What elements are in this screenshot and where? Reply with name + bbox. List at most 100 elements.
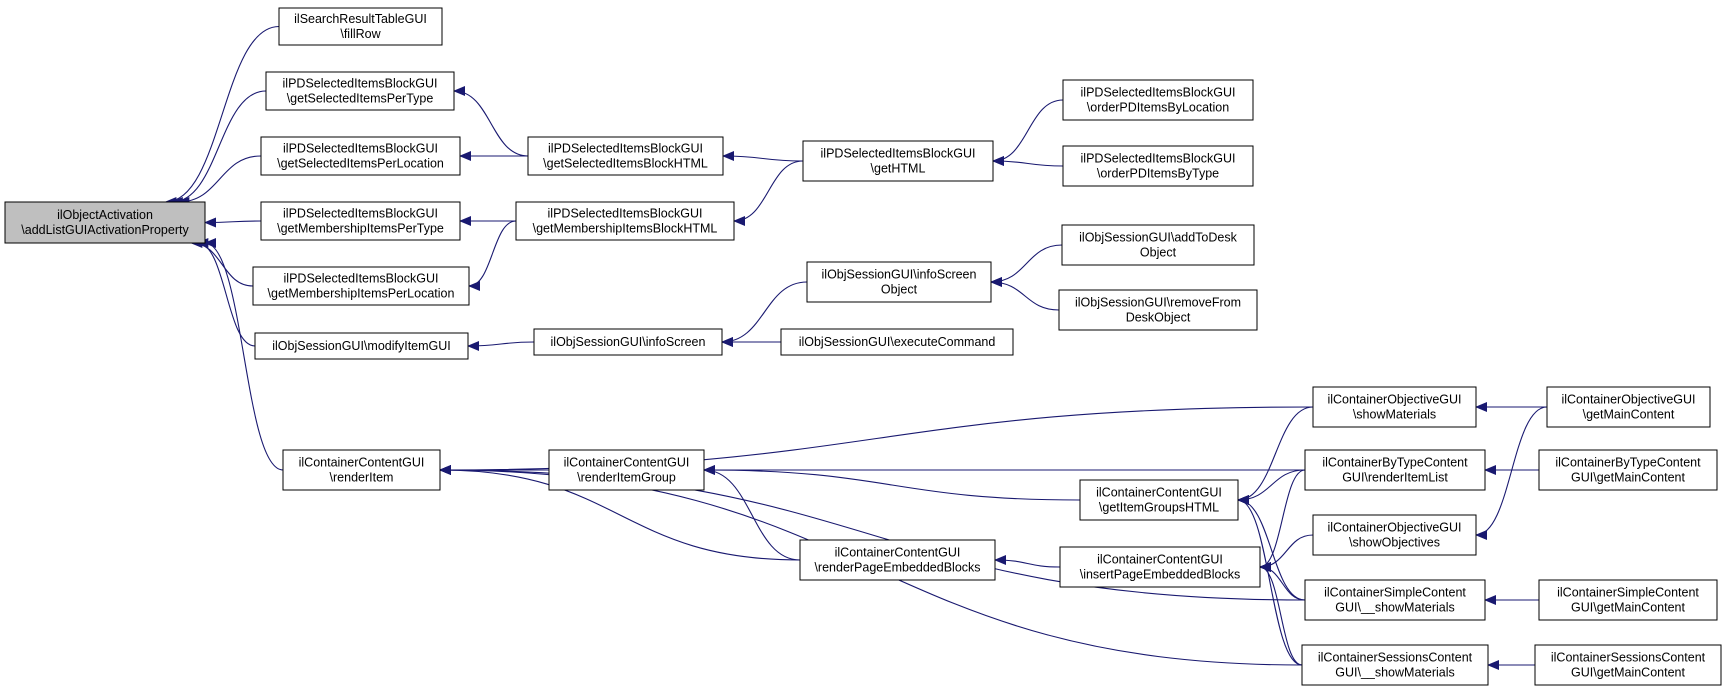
node-cc-embed[interactable]: ilContainerContentGUI\renderPageEmbedded…	[799, 539, 996, 581]
node-box	[282, 449, 441, 491]
node-box	[533, 328, 723, 356]
node-label-line: ilSearchResultTableGUI	[294, 12, 427, 26]
node-label-line: ilPDSelectedItemsBlockGUI	[1081, 152, 1236, 166]
node-label-line: \getSelectedItemsPerType	[287, 92, 434, 106]
node-box	[1304, 449, 1486, 491]
node-pd-orderLoc[interactable]: ilPDSelectedItemsBlockGUI\orderPDItemsBy…	[1062, 79, 1254, 121]
node-box	[265, 71, 455, 111]
node-pd-perLoc[interactable]: ilPDSelectedItemsBlockGUI\getSelectedIte…	[260, 136, 461, 176]
node-sess-main[interactable]: ilContainerSessionsContentGUI\getMainCon…	[1534, 644, 1722, 686]
node-box	[1079, 479, 1239, 521]
node-box	[1304, 579, 1486, 621]
node-layer: ilObjectActivation\addListGUIActivationP…	[4, 7, 1722, 686]
node-box	[1312, 386, 1477, 428]
node-os-modify[interactable]: ilObjSessionGUI\modifyItemGUI	[254, 332, 469, 360]
node-label-line: ilContainerContentGUI	[1097, 553, 1223, 567]
node-label-line: Object	[1140, 246, 1177, 260]
node-pd-html[interactable]: ilPDSelectedItemsBlockGUI\getHTML	[802, 140, 994, 182]
node-sess-show[interactable]: ilContainerSessionsContentGUI\__showMate…	[1301, 644, 1489, 686]
node-bytype-main[interactable]: ilContainerByTypeContentGUI\getMainConte…	[1538, 449, 1718, 491]
edge-sess-show-to-cc-insert	[1259, 562, 1303, 666]
edge-pd-html-to-pd-memHTML	[733, 160, 804, 226]
node-box	[1301, 644, 1489, 686]
edge-os-modify-to-root	[196, 238, 256, 347]
node-cc-groupsHTML[interactable]: ilContainerContentGUI\getItemGroupsHTML	[1079, 479, 1239, 521]
node-box	[254, 332, 469, 360]
node-label-line: ilContainerObjectiveGUI	[1327, 393, 1461, 407]
node-label-line: ilPDSelectedItemsBlockGUI	[283, 142, 438, 156]
node-bytype-render[interactable]: ilContainerByTypeContentGUI\renderItemLi…	[1304, 449, 1486, 491]
node-box	[1546, 386, 1711, 428]
node-label-line: ilPDSelectedItemsBlockGUI	[821, 147, 976, 161]
edge-os-infoObj-to-os-info	[721, 281, 808, 347]
node-box	[1059, 546, 1261, 588]
node-os-info[interactable]: ilObjSessionGUI\infoScreen	[533, 328, 723, 356]
node-label-line: ilContainerByTypeContent	[1555, 456, 1701, 470]
node-label-line: \getMembershipItemsPerLocation	[268, 287, 455, 301]
node-box	[1061, 224, 1255, 266]
node-label-line: ilContainerContentGUI	[1096, 486, 1222, 500]
node-pd-perType[interactable]: ilPDSelectedItemsBlockGUI\getSelectedIte…	[265, 71, 455, 111]
node-label-line: ilContainerObjectiveGUI	[1561, 393, 1695, 407]
node-box	[1062, 145, 1254, 187]
node-simple-main[interactable]: ilContainerSimpleContentGUI\getMainConte…	[1538, 579, 1718, 621]
node-label-line: GUI\getMainContent	[1571, 601, 1685, 615]
node-label-line: ilContainerObjectiveGUI	[1327, 521, 1461, 535]
node-os-exec[interactable]: ilObjSessionGUI\executeCommand	[780, 328, 1014, 356]
node-pd-orderType[interactable]: ilPDSelectedItemsBlockGUI\orderPDItemsBy…	[1062, 145, 1254, 187]
node-cc-render[interactable]: ilContainerContentGUI\renderItem	[282, 449, 441, 491]
node-label-line: ilContainerSessionsContent	[1318, 651, 1473, 665]
node-label-line: \showMaterials	[1353, 408, 1436, 422]
node-label-line: ilContainerSimpleContent	[1557, 586, 1699, 600]
node-root[interactable]: ilObjectActivation\addListGUIActivationP…	[4, 201, 206, 244]
node-cc-insert[interactable]: ilContainerContentGUI\insertPageEmbedded…	[1059, 546, 1261, 588]
edge-srt-fill-to-root	[164, 25, 280, 207]
node-label-line: ilPDSelectedItemsBlockGUI	[1081, 86, 1236, 100]
node-pd-memLoc[interactable]: ilPDSelectedItemsBlockGUI\getMembershipI…	[252, 266, 470, 306]
node-pd-selHTML[interactable]: ilPDSelectedItemsBlockGUI\getSelectedIte…	[527, 136, 724, 176]
node-label-line: \insertPageEmbeddedBlocks	[1080, 568, 1241, 582]
node-label-line: ilContainerByTypeContent	[1322, 456, 1468, 470]
node-label-line: \renderItemGroup	[577, 471, 676, 485]
node-box	[1538, 579, 1718, 621]
node-pd-memType[interactable]: ilPDSelectedItemsBlockGUI\getMembershipI…	[260, 201, 461, 241]
node-box	[1538, 449, 1718, 491]
node-label-line: GUI\renderItemList	[1342, 471, 1448, 485]
node-box	[252, 266, 470, 306]
node-label-line: ilPDSelectedItemsBlockGUI	[548, 207, 703, 221]
edge-pd-memType-to-root	[204, 217, 262, 228]
node-label-line: ilContainerContentGUI	[299, 456, 425, 470]
node-label-line: ilContainerContentGUI	[564, 456, 690, 470]
node-label-line: \getSelectedItemsPerLocation	[277, 157, 444, 171]
node-box	[260, 136, 461, 176]
node-label-line: ilObjSessionGUI\removeFrom	[1075, 296, 1241, 310]
node-label-line: ilPDSelectedItemsBlockGUI	[548, 142, 703, 156]
node-label-line: \getHTML	[871, 162, 926, 176]
node-label-line: \getMembershipItemsBlockHTML	[533, 222, 718, 236]
node-label-line: \renderItem	[330, 471, 394, 485]
node-label-line: GUI\getMainContent	[1571, 666, 1685, 680]
edge-pd-selHTML-to-pd-perType	[453, 86, 529, 157]
node-box	[1312, 514, 1477, 556]
edge-os-info-to-os-modify	[467, 340, 535, 351]
edge-pd-memHTML-to-pd-memLoc	[468, 220, 517, 291]
node-obj-showMat[interactable]: ilContainerObjectiveGUI\showMaterials	[1312, 386, 1477, 428]
node-label-line: ilObjSessionGUI\infoScreen	[551, 335, 706, 349]
node-obj-showObj[interactable]: ilContainerObjectiveGUI\showObjectives	[1312, 514, 1477, 556]
node-simple-show[interactable]: ilContainerSimpleContentGUI\__showMateri…	[1304, 579, 1486, 621]
node-cc-group[interactable]: ilContainerContentGUI\renderItemGroup	[548, 449, 705, 491]
edge-os-remove-to-os-infoObj	[990, 277, 1060, 311]
edge-obj-showMat-to-cc-groupsHTML	[1237, 406, 1314, 505]
node-pd-memHTML[interactable]: ilPDSelectedItemsBlockGUI\getMembershipI…	[515, 201, 735, 241]
node-obj-main[interactable]: ilContainerObjectiveGUI\getMainContent	[1546, 386, 1711, 428]
node-label-line: DeskObject	[1126, 311, 1191, 325]
node-srt-fill[interactable]: ilSearchResultTableGUI\fillRow	[278, 7, 443, 46]
node-label-line: GUI\__showMaterials	[1335, 666, 1455, 680]
node-label-line: ilPDSelectedItemsBlockGUI	[283, 77, 438, 91]
node-box	[527, 136, 724, 176]
node-label-line: ilObjSessionGUI\addToDesk	[1079, 231, 1237, 245]
